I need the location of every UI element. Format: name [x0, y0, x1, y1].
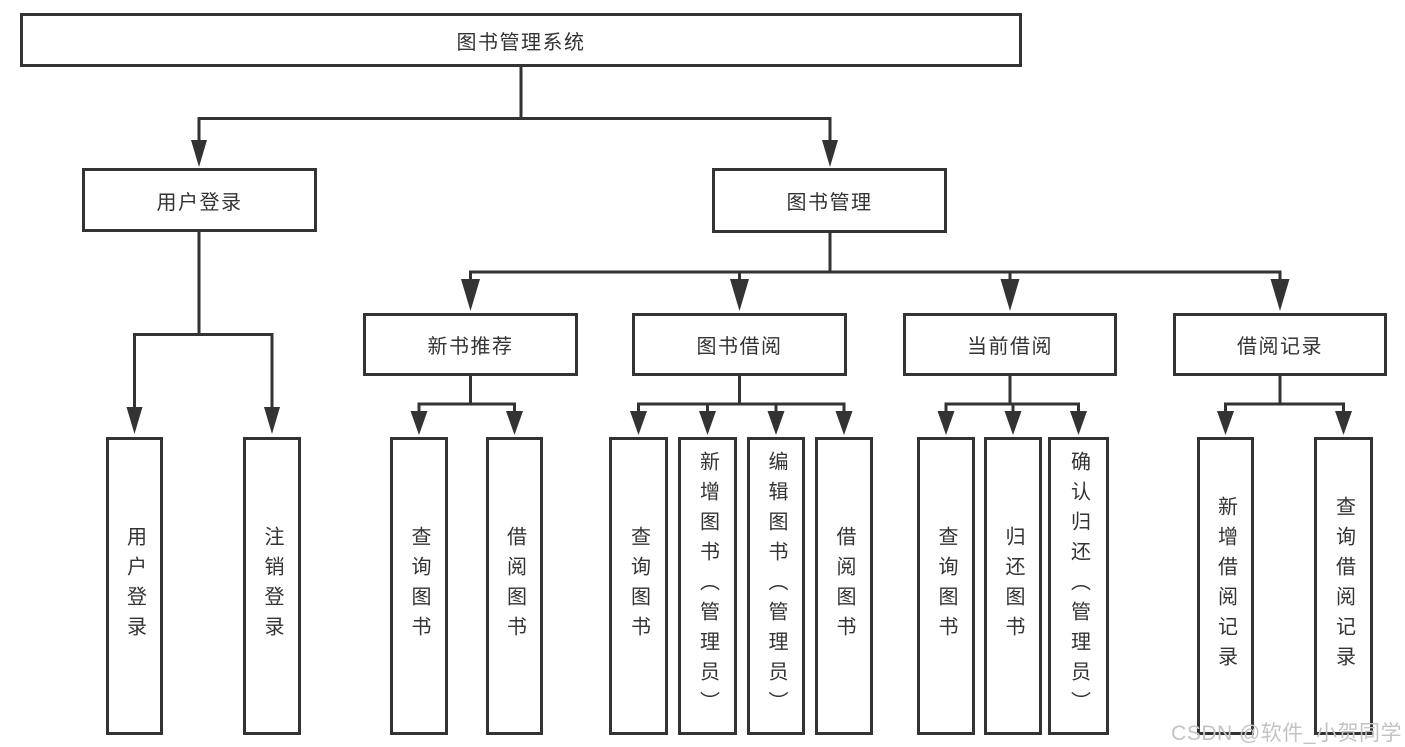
node-book-borrowing: 图书借阅 — [632, 313, 847, 376]
node-label: 新增借阅记录 — [1214, 496, 1237, 676]
node-return-book: 归还图书 — [984, 437, 1042, 735]
node-library-system: 图书管理系统 — [20, 13, 1022, 67]
node-label: 图书管理 — [786, 192, 873, 214]
node-confirm-return-admin: 确认归还（管理员） — [1048, 437, 1109, 735]
node-label: 查询图书 — [627, 526, 650, 646]
node-label: 当前借阅 — [967, 336, 1053, 358]
node-label: 用户登录 — [123, 526, 146, 646]
node-label: 借阅图书 — [503, 526, 526, 646]
node-label: 查询借阅记录 — [1332, 496, 1355, 676]
connector-book-management-to-level3 — [461, 233, 1290, 311]
node-label: 查询图书 — [935, 526, 957, 646]
node-label: 注销登录 — [261, 526, 283, 646]
node-label: 借阅图书 — [833, 526, 855, 646]
node-query-borrow-record: 查询借阅记录 — [1314, 437, 1373, 735]
node-label: 新书推荐 — [427, 336, 514, 358]
node-edit-book-admin: 编辑图书（管理员） — [747, 437, 805, 735]
node-label: 借阅记录 — [1237, 336, 1323, 358]
connector-book-borrowing-to-leaves — [630, 376, 853, 435]
node-borrow-books-newbook: 借阅图书 — [486, 437, 543, 735]
connector-root-to-level2 — [191, 67, 838, 167]
node-new-book-recommendation: 新书推荐 — [363, 313, 578, 376]
node-label: 新增图书（管理员） — [696, 451, 719, 721]
node-label: 编辑图书（管理员） — [765, 451, 787, 721]
node-query-books-current: 查询图书 — [917, 437, 975, 735]
node-borrow-books-borrow: 借阅图书 — [815, 437, 873, 735]
node-add-borrow-record: 新增借阅记录 — [1197, 437, 1254, 735]
node-user-login-action: 用户登录 — [106, 437, 163, 735]
node-label: 图书管理系统 — [456, 31, 586, 54]
node-book-management: 图书管理 — [712, 168, 947, 233]
connector-borrowing-records-to-leaves — [1217, 376, 1352, 435]
node-query-books-newbook: 查询图书 — [390, 437, 448, 735]
node-label: 用户登录 — [156, 191, 243, 214]
node-borrowing-records: 借阅记录 — [1173, 313, 1387, 376]
node-label: 查询图书 — [408, 526, 430, 646]
node-label: 确认归还（管理员） — [1067, 451, 1090, 721]
node-current-borrowing: 当前借阅 — [903, 313, 1117, 376]
connector-new-book-to-leaves — [410, 376, 523, 435]
node-label: 图书借阅 — [696, 336, 783, 358]
connector-current-borrowing-to-leaves — [937, 376, 1087, 435]
node-query-books-borrow: 查询图书 — [609, 437, 668, 735]
node-add-book-admin: 新增图书（管理员） — [678, 437, 737, 735]
connector-user-login-to-leaves — [126, 232, 280, 434]
node-logout-action: 注销登录 — [243, 437, 301, 735]
node-label: 归还图书 — [1002, 526, 1024, 646]
node-user-login: 用户登录 — [82, 168, 317, 232]
watermark-text: CSDN @软件_小贺同学 — [1171, 722, 1402, 745]
